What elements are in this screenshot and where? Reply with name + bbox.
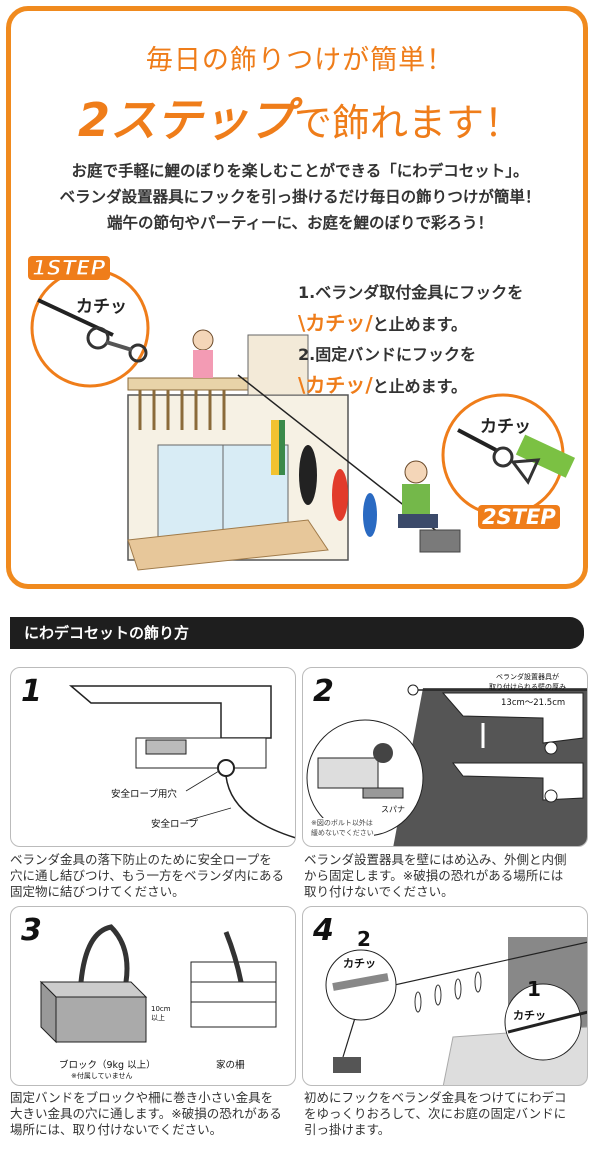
- caption-line: ベランダ設置器具を壁にはめ込み、外側と内側: [304, 852, 567, 867]
- intro-text: お庭で手軽に鯉のぼりを楽しむことができる「にわデコセット」。 ベランダ設置器具に…: [40, 158, 560, 236]
- carp-black: [299, 445, 317, 505]
- card2-illustration: [306, 684, 587, 846]
- step2-suffix: と止めます。: [372, 377, 468, 396]
- step1-hook: [128, 343, 148, 363]
- block-label: ブロック（9kg 以上）: [59, 1060, 156, 1071]
- instruction-card-2: 2 ベランダ設置器具が 取り付けられる壁の厚み 13cm〜21.5cm スパナ …: [302, 667, 588, 847]
- step1-line-b: \カチッ/と止めます。: [298, 311, 468, 335]
- rope-hole-label: 安全ロープ用穴: [111, 789, 177, 800]
- step2-line-b: \カチッ/と止めます。: [298, 373, 468, 397]
- instruction-card-3: 3 10cm 以上 ブロック（9kg 以上） ※付属していません 家の柵: [10, 906, 296, 1086]
- card3-illustration: [39, 924, 277, 1044]
- wall-note: ベランダ設置器具が 取り付けられる壁の厚み: [489, 673, 566, 691]
- caption-line: 引っ掛けます。: [304, 1122, 391, 1137]
- rope-label: 安全ロープ: [151, 819, 198, 830]
- caption-line: 初めにフックをベランダ金具をつけてにわデコ: [304, 1090, 567, 1105]
- height-label: 10cm 以上: [151, 1005, 171, 1022]
- steps-text: 1.ベランダ取付金具にフックを \カチッ/と止めます。 2.固定バンドにフックを…: [298, 278, 523, 402]
- intro-line: お庭で手軽に鯉のぼりを楽しむことができる「にわデコセット」。: [71, 162, 529, 180]
- caption-line: 場所には、取り付けないでください。: [10, 1122, 223, 1137]
- spanner-label: スパナ: [381, 805, 405, 814]
- block-note: ※付属していません: [71, 1072, 133, 1080]
- caption-line: から固定します。※破損の恐れがある場所には: [304, 868, 564, 883]
- step-number-2: 2: [357, 927, 371, 951]
- step1-kachi-word: カチッ: [305, 311, 366, 335]
- card1-caption: ベランダ金具の落下防止のために安全ロープを 穴に通し結びつけ、もう一方をベランダ…: [10, 852, 300, 900]
- step1-ring: [86, 326, 110, 350]
- kachi-label-a: カチッ: [343, 957, 376, 970]
- step-number-1: 1: [527, 977, 541, 1001]
- card-number: 3: [21, 913, 42, 948]
- person-balcony: [192, 329, 214, 351]
- step1-kachi: カチッ: [76, 297, 127, 317]
- card-number: 4: [313, 913, 334, 948]
- step1-zoom-circle: [30, 268, 150, 388]
- caption-line: 固定物に結びつけてください。: [10, 884, 185, 899]
- step1-badge: 1STEP: [28, 255, 110, 281]
- step2-green-band: [515, 434, 576, 478]
- card4-caption: 初めにフックをベランダ金具をつけてにわデコ をゆっくりおろして、次にお庭の固定バ…: [304, 1090, 594, 1138]
- card3-caption: 固定バンドをブロックや柵に巻き小さい金具を 大きい金具の穴に通します。※破損の恐…: [10, 1090, 300, 1138]
- windsock: [271, 420, 279, 475]
- block: [419, 529, 461, 553]
- step2-badge: 2STEP: [478, 505, 560, 529]
- headline-step-count: 2ステップ: [77, 93, 294, 147]
- caption-line: 取り付けないでください。: [304, 884, 454, 899]
- caption-line: 固定バンドをブロックや柵に巻き小さい金具を: [10, 1090, 274, 1105]
- fence-label: 家の柵: [216, 1060, 245, 1071]
- caption-line: 穴に通し結びつけ、もう一方をベランダ内にある: [10, 868, 285, 883]
- balcony-wall: [247, 334, 309, 396]
- carp-blue: [363, 493, 377, 537]
- person-garden: [404, 460, 428, 484]
- headline-rest: で飾れます！: [294, 101, 523, 145]
- card1-illustration: [68, 685, 295, 839]
- step2-kachi: カチッ: [480, 417, 531, 437]
- instruction-card-4: 4 2 カチッ 1 カチッ: [302, 906, 588, 1086]
- step1-line-a: 1.ベランダ取付金具にフックを: [298, 283, 524, 302]
- wall-thickness: 13cm〜21.5cm: [501, 698, 566, 708]
- wood-deck: [127, 519, 329, 571]
- intro-line: 端午の節句やパーティーに、お庭を鯉のぼりで彩ろう！: [106, 214, 494, 232]
- card-number: 1: [21, 674, 42, 709]
- garden-illustration: [30, 268, 576, 571]
- step1-suffix: と止めます。: [372, 315, 468, 334]
- headline-two-steps: 2ステップで飾れます！: [0, 84, 600, 150]
- carp-red: [332, 469, 348, 521]
- caption-line: をゆっくりおろして、次にお庭の固定バンドに: [304, 1106, 567, 1121]
- bolt-note: ※図のボルト以外は 緩めないでください: [311, 818, 374, 838]
- caption-line: ベランダ金具の落下防止のために安全ロープを: [10, 852, 272, 867]
- instruction-card-1: 1 安全ロープ用穴 安全ロープ: [10, 667, 296, 847]
- intro-line: ベランダ設置器具にフックを引っ掛けるだけ毎日の飾りつけが簡単！: [59, 188, 541, 206]
- step2-line-a: 2.固定バンドにフックを: [298, 345, 477, 364]
- card-number: 2: [313, 674, 334, 709]
- card4-illustration: [325, 937, 587, 1085]
- headline-daily: 毎日の飾りつけが簡単！: [145, 45, 455, 76]
- balcony-rail: [127, 377, 249, 391]
- caption-line: 大きい金具の穴に通します。※破損の恐れがある: [10, 1106, 282, 1121]
- step2-kachi-word: カチッ: [305, 373, 366, 397]
- card2-caption: ベランダ設置器具を壁にはめ込み、外側と内側 から固定します。※破損の恐れがある場…: [304, 852, 594, 900]
- kachi-label-b: カチッ: [513, 1009, 546, 1022]
- section-title: にわデコセットの飾り方: [10, 617, 584, 649]
